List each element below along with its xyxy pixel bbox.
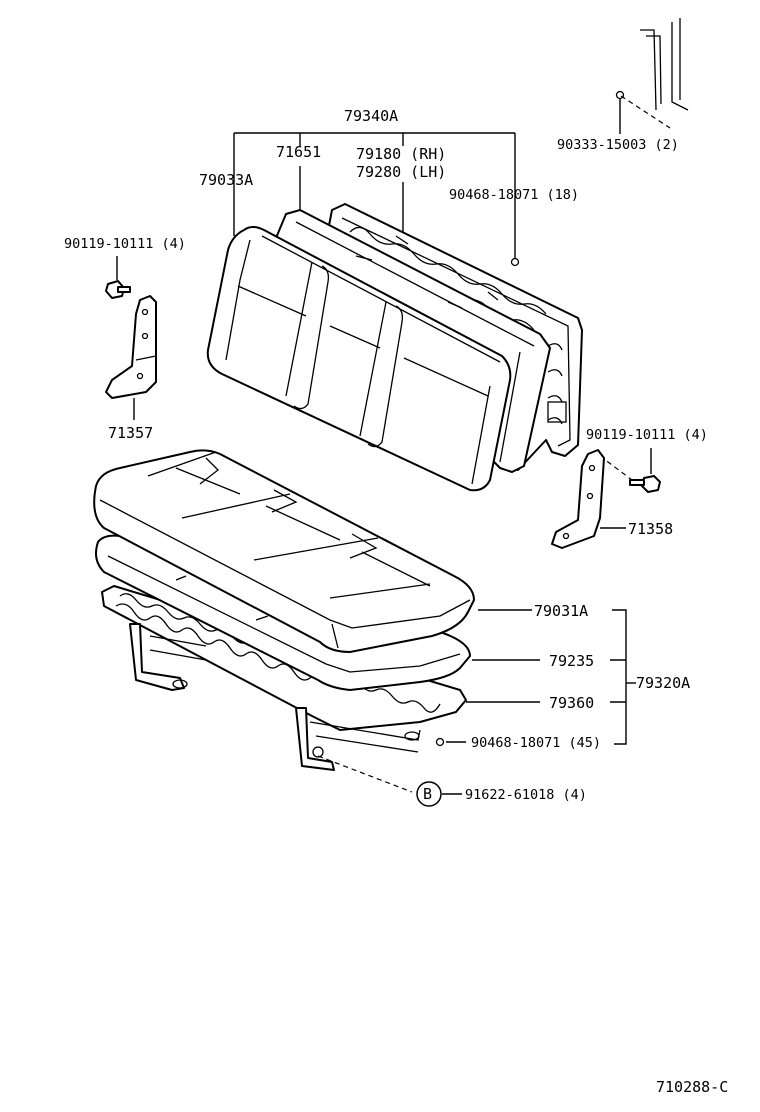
hog-ring-cushion-icon <box>435 737 445 747</box>
callout-back-cover: 71651 <box>276 143 321 161</box>
callout-cushion-cover: 79031A <box>534 602 588 620</box>
seat-cushion-cover <box>93 449 475 653</box>
callout-cushion-pad: 79235 <box>549 652 594 670</box>
callout-hog-ring-cushion: 90468-18071 (45) <box>471 735 601 751</box>
callout-back-frame-rh: 79180 (RH) <box>356 145 446 163</box>
bolt-left-icon <box>105 280 131 299</box>
headrest-stay-fragment <box>615 18 689 129</box>
diagram-id: 710288-C <box>656 1078 728 1096</box>
callout-ref-b-part: 91622-61018 (4) <box>465 787 587 803</box>
hog-ring-back-icon <box>510 257 520 267</box>
ref-b-marker: B <box>416 781 442 807</box>
callout-bolt-left: 90119-10111 (4) <box>64 236 186 252</box>
ref-b-dashed-link <box>317 755 413 793</box>
callout-hog-ring-back: 90468-18071 (18) <box>449 187 579 203</box>
leader-cushion-assy-bracket <box>612 609 627 745</box>
bolt-right-icon <box>629 475 661 493</box>
callout-cushion-assy: 79320A <box>636 674 690 692</box>
hinge-right <box>551 449 605 549</box>
callout-hinge-right: 71358 <box>628 520 673 538</box>
callout-hinge-left: 71357 <box>108 424 153 442</box>
ref-b-letter: B <box>423 785 432 803</box>
callout-back-assy: 79340A <box>344 107 398 125</box>
seat-back-pad <box>206 226 512 492</box>
callout-cushion-frame: 79360 <box>549 694 594 712</box>
callout-back-frame-lh: 79280 (LH) <box>356 163 446 181</box>
callout-back-pad: 79033A <box>199 171 253 189</box>
hinge-left <box>105 295 157 399</box>
callout-headrest-bolt: 90333-15003 (2) <box>557 137 679 153</box>
callout-bolt-right: 90119-10111 (4) <box>586 427 708 443</box>
